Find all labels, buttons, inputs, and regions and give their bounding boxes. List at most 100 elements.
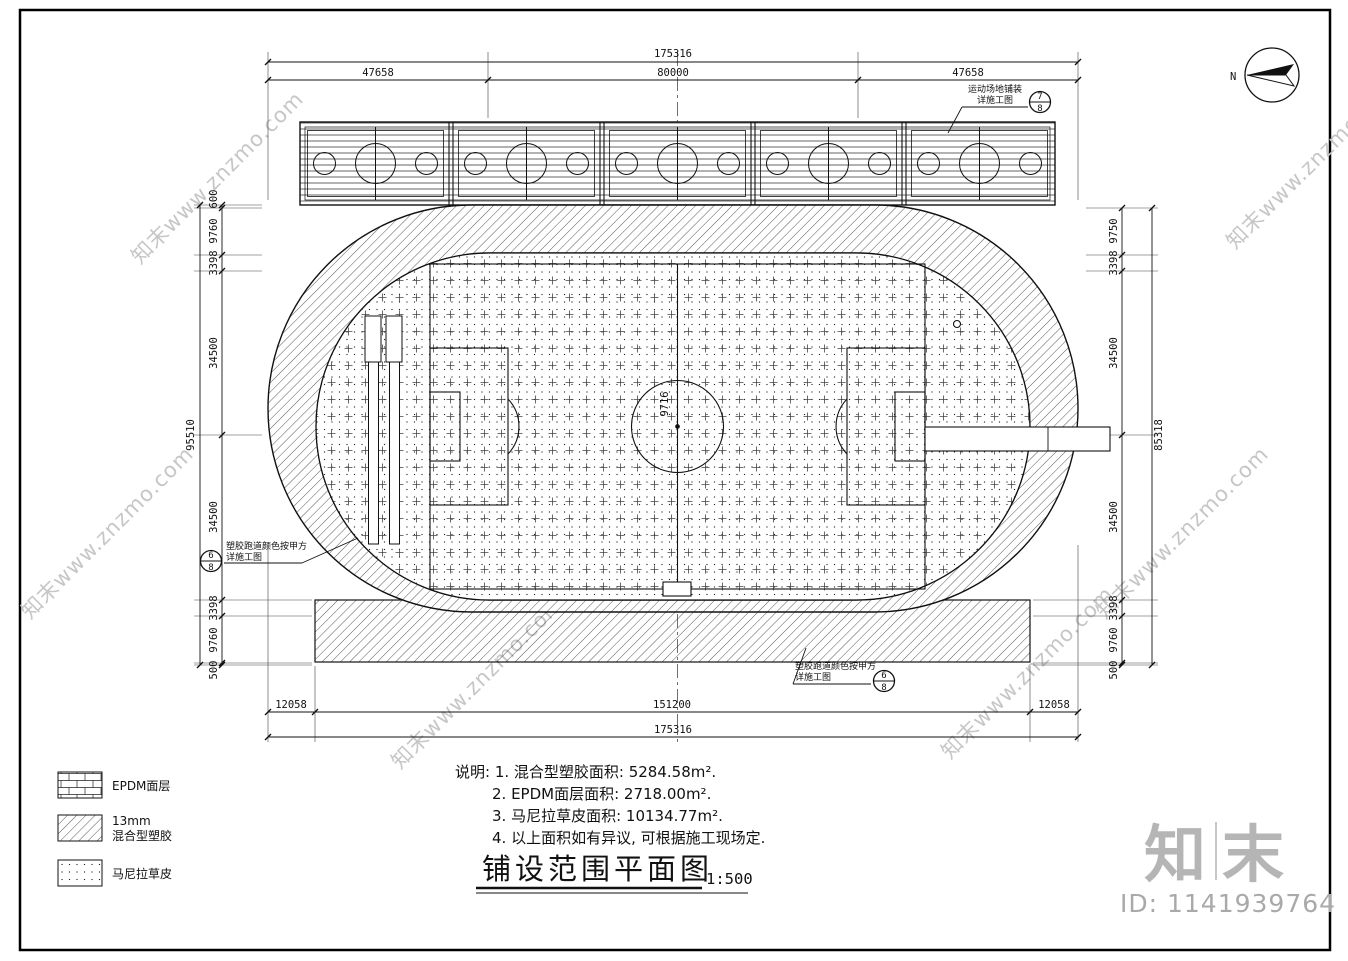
drawing-title: 铺设范围平面图 — [482, 852, 713, 886]
dim-left-seg: 3398 — [208, 595, 220, 620]
dim-left-seg: 3398 — [208, 250, 220, 275]
dim-top-seg: 80000 — [657, 67, 689, 79]
dim-left-seg: 9760 — [208, 627, 220, 652]
dim-left-seg: 500 — [208, 661, 220, 680]
sand-pit — [385, 315, 403, 363]
callout-courts: 运动场地铺装 详施工图 7 8 — [947, 83, 1052, 134]
track-and-field: 9716 — [267, 204, 1111, 663]
callout-number: 8 — [1037, 104, 1042, 114]
callout-track-left: 6 8 塑胶跑道颜色按甲方 详施工图 — [199, 537, 359, 573]
dim-bottom-total: 175316 — [654, 724, 692, 736]
callout-number: 8 — [881, 683, 886, 693]
title-block: 铺设范围平面图 1:500 — [476, 852, 753, 894]
legend-label-rubber: 13mm — [112, 814, 151, 828]
runway-strip — [368, 361, 379, 545]
callout-label: 详施工图 — [795, 671, 831, 683]
legend-swatch-rubber — [57, 814, 103, 842]
callout-leader — [224, 537, 359, 564]
goal-area-left — [429, 391, 461, 462]
dimension-ticks — [218, 201, 226, 669]
callout-number: 8 — [208, 563, 213, 573]
note-line: 2. EPDM面层面积: 2718.00m². — [492, 785, 711, 803]
dimension-ticks — [196, 201, 204, 669]
dim-left-seg: 600 — [208, 190, 220, 209]
runway-strip — [389, 361, 400, 545]
note-line: 4. 以上面积如有异议, 可根据施工现场定. — [492, 829, 765, 847]
basketball-courts — [299, 121, 1056, 206]
dim-left-seg: 34500 — [208, 501, 220, 533]
dimension-ticks — [264, 58, 1082, 66]
dim-left-seg: 9760 — [208, 218, 220, 243]
infield-turf-plus — [315, 252, 1031, 601]
brand-logo-text: 知末 — [1144, 818, 1300, 891]
dim-bottom-seg: 12058 — [275, 699, 307, 711]
field-center-spot — [675, 424, 680, 429]
legend-label-rubber: 混合型塑胶 — [112, 828, 172, 843]
dim-left-total: 95510 — [185, 419, 197, 451]
dim-bottom-seg: 12058 — [1038, 699, 1070, 711]
callout-number: 7 — [1037, 92, 1042, 102]
dimension-ticks — [264, 76, 1082, 84]
dim-top-seg: 47658 — [952, 67, 984, 79]
callout-label: 详施工图 — [977, 94, 1013, 106]
dim-right-seg: 500 — [1108, 661, 1120, 680]
legend-label-epdm: EPDM面层 — [112, 779, 170, 793]
dim-right-seg: 3398 — [1108, 250, 1120, 275]
north-label: N — [1230, 71, 1236, 83]
callout-track-bottom: 塑胶跑道颜色按甲方 详施工图 6 8 — [792, 647, 896, 693]
callout-label: 运动场地铺装 — [968, 83, 1022, 95]
dimension-ticks — [264, 708, 1082, 716]
callout-label: 塑胶跑道颜色按甲方 — [795, 660, 876, 672]
dim-right-total: 85318 — [1153, 419, 1165, 451]
dimension-extension-lines — [194, 204, 312, 666]
brand-logo: 知末 ID: 1141939764 — [1120, 818, 1336, 918]
jump-runways — [364, 315, 403, 545]
dim-field: 9716 — [659, 391, 671, 416]
court-dividers — [448, 122, 907, 205]
drawing-id: ID: 1141939764 — [1120, 889, 1336, 918]
dimension-ticks — [1118, 204, 1126, 669]
penalty-arc-right — [835, 398, 848, 455]
dim-top-total: 175316 — [654, 48, 692, 60]
legend-swatch-epdm — [57, 771, 103, 799]
dimension-ticks — [264, 733, 1082, 741]
dim-bottom-seg: 151200 — [653, 699, 691, 711]
note-line: 说明: 1. 混合型塑胶面积: 5284.58m². — [455, 763, 716, 781]
dimension-ticks — [1148, 204, 1156, 669]
penalty-arc-left — [507, 398, 520, 455]
dim-right-seg: 9750 — [1108, 218, 1120, 243]
field-bottom-box — [662, 581, 692, 597]
legend: EPDM面层 13mm 混合型塑胶 马尼拉草皮 — [57, 771, 172, 887]
dim-top-seg: 47658 — [362, 67, 394, 79]
dim-right-seg: 34500 — [1108, 337, 1120, 369]
legend-item-epdm: EPDM面层 — [57, 771, 170, 799]
legend-label-turf: 马尼拉草皮 — [112, 866, 172, 881]
legend-item-rubber: 13mm 混合型塑胶 — [57, 814, 172, 843]
dim-right-seg: 3398 — [1108, 595, 1120, 620]
right-runway-strip — [924, 426, 1111, 452]
legend-swatch-turf — [57, 859, 103, 887]
sand-pit — [364, 315, 382, 363]
callout-leader — [792, 647, 871, 685]
callout-number: 6 — [881, 671, 886, 681]
callout-label: 详施工图 — [226, 551, 262, 563]
north-needle — [1247, 64, 1294, 75]
callout-number: 6 — [208, 551, 213, 561]
bottom-dimensions: 12058 151200 12058 175316 — [264, 545, 1082, 742]
field-center-circle — [630, 379, 725, 474]
top-dimensions: 175316 47658 80000 47658 — [264, 48, 1082, 200]
dimension-extension-lines — [267, 545, 1079, 742]
north-arrow: N — [1230, 47, 1300, 103]
north-needle — [1246, 74, 1296, 87]
infield-marker-circle — [952, 319, 962, 329]
callout-leader — [947, 106, 1028, 134]
dim-right-seg: 9760 — [1108, 627, 1120, 652]
dim-right-seg: 34500 — [1108, 501, 1120, 533]
drawing-scale: 1:500 — [706, 870, 753, 888]
legend-item-turf: 马尼拉草皮 — [57, 859, 172, 887]
right-dimensions: 9750 3398 34500 34500 3398 9760 500 8531… — [1033, 204, 1165, 680]
note-line: 3. 马尼拉草皮面积: 10134.77m². — [492, 807, 723, 825]
runway-strip-right — [924, 426, 1111, 452]
left-dimensions: 95510 600 9760 3398 34500 34500 3398 976… — [185, 190, 312, 680]
